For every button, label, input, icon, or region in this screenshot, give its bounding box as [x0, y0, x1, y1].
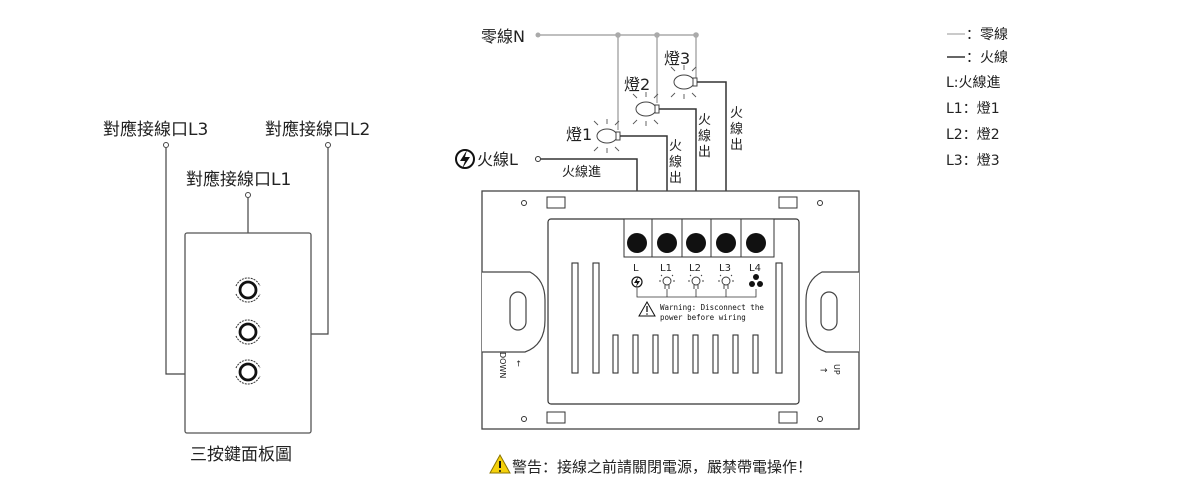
label-port-l1: 對應接線口L1 [186, 169, 291, 190]
svg-text:火: 火 [698, 113, 711, 128]
legend-live-label: ：火線 [966, 50, 1008, 66]
live-label: 火線L [477, 150, 518, 169]
lamp-3-icon [670, 65, 698, 99]
terminal-fan-icon [749, 274, 763, 287]
legend: ：零線 ：火線 L:火線進 L1：燈1 L2：燈2 L3：燈3 [946, 27, 1008, 169]
caution-triangle-icon [489, 453, 511, 474]
lamp-3-label: 燈3 [664, 49, 690, 68]
legend-item: L1：燈1 [946, 101, 1000, 117]
svg-text:線: 線 [669, 154, 682, 170]
lamp-1-label: 燈1 [566, 125, 592, 144]
svg-text:線: 線 [698, 128, 711, 144]
legend-item: L3：燈3 [946, 153, 1000, 169]
down-arrow-icon: ← [514, 360, 523, 367]
live-out-label-1: 火 線 出 [669, 139, 682, 186]
panel-button-3 [235, 359, 261, 385]
warning-text-line2: power before wiring [660, 313, 746, 322]
panel-caption: 三按鍵面板圖 [190, 445, 292, 465]
terminal-bus-line [636, 288, 757, 298]
legend-neutral-label: ：零線 [966, 27, 1008, 43]
svg-text:火: 火 [730, 106, 743, 121]
up-label: UP [832, 364, 841, 375]
svg-text:L3: L3 [719, 263, 731, 274]
svg-text:出: 出 [730, 138, 743, 153]
svg-text:火: 火 [669, 139, 682, 154]
live-out-wire-2 [659, 108, 697, 228]
neutral-label: 零線N [481, 27, 525, 46]
down-label: DOWN [498, 352, 507, 378]
leader-dot-l1 [245, 192, 251, 198]
svg-text:L: L [633, 263, 639, 274]
svg-text:出: 出 [698, 145, 711, 160]
vent-slots [571, 262, 783, 374]
terminal-screw-l [627, 233, 647, 253]
up-arrow-icon: → [820, 366, 828, 376]
svg-text:出: 出 [669, 171, 682, 186]
label-port-l3: 對應接線口L3 [103, 119, 208, 140]
wiring: 零線N 燈3 燈2 燈1 火 [455, 27, 743, 228]
live-in-label: 火線進 [562, 164, 601, 180]
legend-item: L:火線進 [946, 75, 1001, 91]
lamp-1-icon [593, 119, 621, 153]
live-out-wire-3 [697, 81, 727, 228]
live-out-label-3: 火 線 出 [730, 106, 743, 153]
panel-button-1 [235, 277, 261, 303]
live-out-label-2: 火 線 出 [698, 113, 711, 160]
svg-text:L1: L1 [660, 263, 672, 274]
terminal-labels: L L1 L2 L3 L4 [633, 263, 761, 274]
terminal-screw-l4 [746, 233, 766, 253]
switch-panel [184, 232, 312, 434]
terminal-screw-l3 [716, 233, 736, 253]
footer-warning-text: 警告：接線之前請關閉電源，嚴禁帶電操作！ [512, 458, 812, 476]
label-port-l2: 對應接線口L2 [265, 119, 370, 140]
svg-text:L4: L4 [749, 263, 761, 274]
lamp-2-label: 燈2 [624, 75, 650, 94]
leader-dot-l2 [325, 142, 331, 148]
svg-text:L2: L2 [689, 263, 701, 274]
panel-diagram: 對應接線口L3 對應接線口L2 對應接線口L1 三按鍵面板圖 [103, 119, 370, 465]
terminal-screw-l2 [686, 233, 706, 253]
warning-triangle-icon [638, 300, 656, 317]
switch-back-plate: L L1 L2 L3 L4 Warning: Disconnect the p [481, 190, 860, 430]
svg-text:線: 線 [730, 121, 743, 137]
terminal-screw-l1 [657, 233, 677, 253]
legend-item: L2：燈2 [946, 127, 1000, 143]
footer-warning: 警告：接線之前請關閉電源，嚴禁帶電操作！ [489, 453, 812, 476]
terminal-block [623, 218, 775, 258]
warning-text-line1: Warning: Disconnect the [660, 303, 764, 312]
panel-button-2 [235, 319, 261, 345]
live-terminal-dot [535, 156, 541, 162]
lightning-hazard-icon [455, 149, 475, 169]
leader-dot-l3 [163, 142, 169, 148]
lamp-2-icon [632, 92, 660, 126]
terminal-l-lightning-icon [631, 276, 643, 288]
terminal-bulb-icons [659, 274, 734, 289]
